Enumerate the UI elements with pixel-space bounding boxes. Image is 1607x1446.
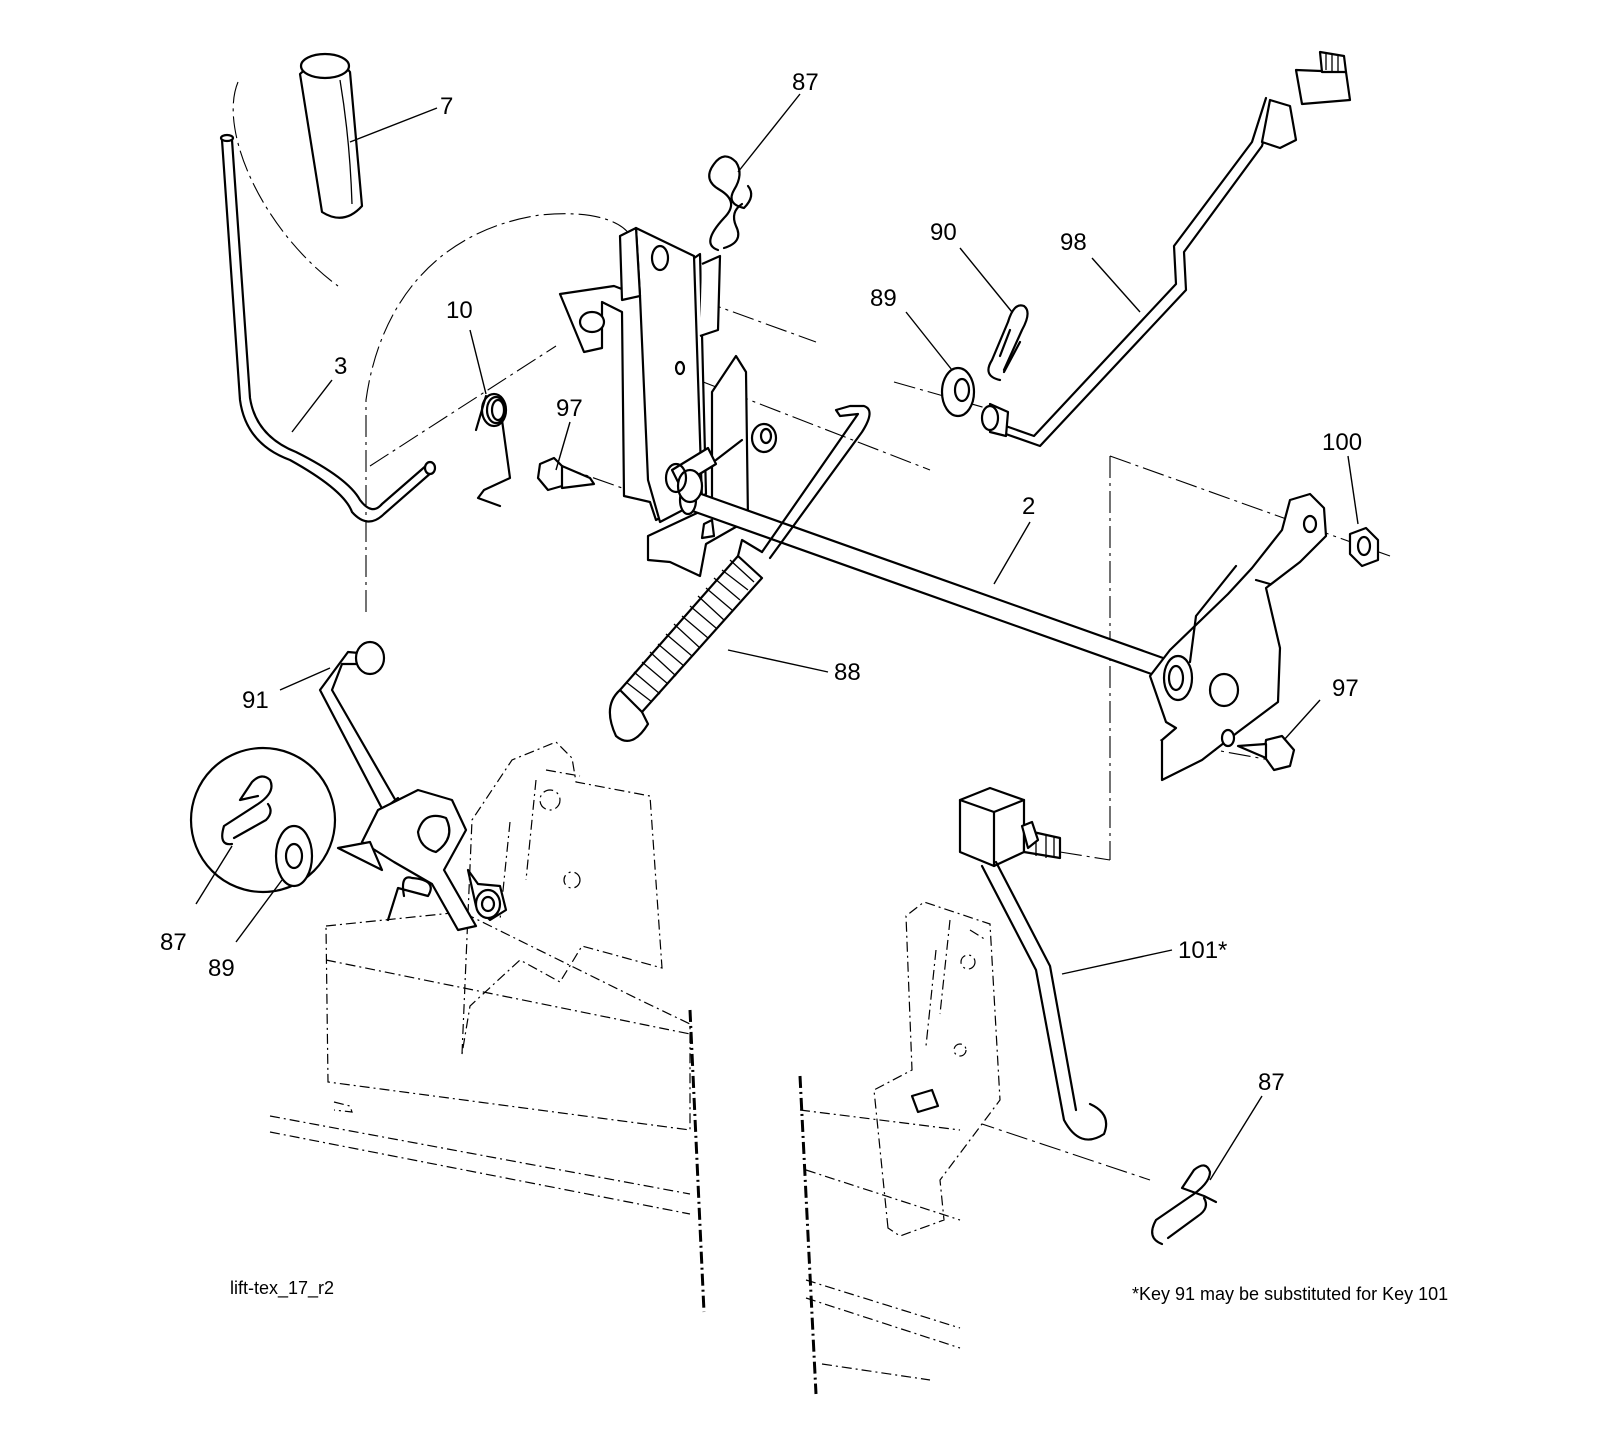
- cotter-hairpin-clip-icon: [708, 155, 753, 252]
- handle-grip-7: [298, 52, 364, 219]
- callout-90: 90: [930, 219, 957, 246]
- detail-circle: [189, 746, 384, 894]
- shoulder-bolt-right-97: [1236, 734, 1296, 772]
- callout-100: 100: [1322, 429, 1362, 456]
- break-line-right: [798, 1075, 818, 1395]
- lift-shaft-2: [664, 462, 1182, 684]
- callout-3: 3: [334, 353, 347, 380]
- drawing-id: lift-tex_17_r2: [230, 1278, 334, 1299]
- deck-lift-arm-left: [360, 788, 508, 932]
- callout-91: 91: [242, 687, 269, 714]
- callout-10: 10: [446, 297, 473, 324]
- callout-89-detail: 89: [208, 955, 235, 982]
- deck-bracket-right-ghost: [799, 901, 1001, 1381]
- callout-87-top: 87: [792, 69, 819, 96]
- leader-lines: [195, 93, 1359, 1181]
- break-line-left: [688, 1009, 706, 1313]
- lift-handle-rod-3: [219, 133, 437, 523]
- spring-anchor-rod: [760, 404, 871, 560]
- callout-7: 7: [440, 93, 453, 120]
- detail-hairpin-clip-icon: [221, 775, 273, 846]
- lift-arm-plate: [1148, 492, 1328, 782]
- callout-97-right: 97: [1332, 675, 1359, 702]
- pivot-mounting-bracket: [558, 226, 722, 524]
- deck-bracket-left-ghost: [269, 741, 691, 1215]
- callout-88: 88: [834, 659, 861, 686]
- cotter-hairpin-clip-bottom-icon: [1151, 1164, 1218, 1246]
- footnote: *Key 91 may be substituted for Key 101: [1132, 1284, 1448, 1304]
- callout-97-left: 97: [556, 395, 583, 422]
- callout-87-bottom: 87: [1258, 1069, 1285, 1096]
- callout-98: 98: [1060, 229, 1087, 256]
- torsion-spring-icon: [474, 392, 512, 508]
- alternate-lift-link-101: [958, 786, 1108, 1141]
- adjustment-rod-98: [980, 50, 1352, 448]
- callout-2: 2: [1022, 493, 1035, 520]
- detail-flat-washer-icon: [274, 824, 314, 888]
- flat-washer-icon: [940, 366, 976, 418]
- cotter-hairpin-clip-90: [987, 304, 1029, 382]
- extension-spring-icon: [608, 538, 764, 742]
- callout-101: 101*: [1178, 937, 1227, 964]
- callout-89-top: 89: [870, 285, 897, 312]
- callout-87-detail: 87: [160, 929, 187, 956]
- callouts: 7 3 87 10 97 89 90 98 100 2 88 91 97 87 …: [160, 69, 1362, 1096]
- shoulder-bolt-left-97: [536, 456, 596, 492]
- hex-nut-icon: [1348, 526, 1380, 568]
